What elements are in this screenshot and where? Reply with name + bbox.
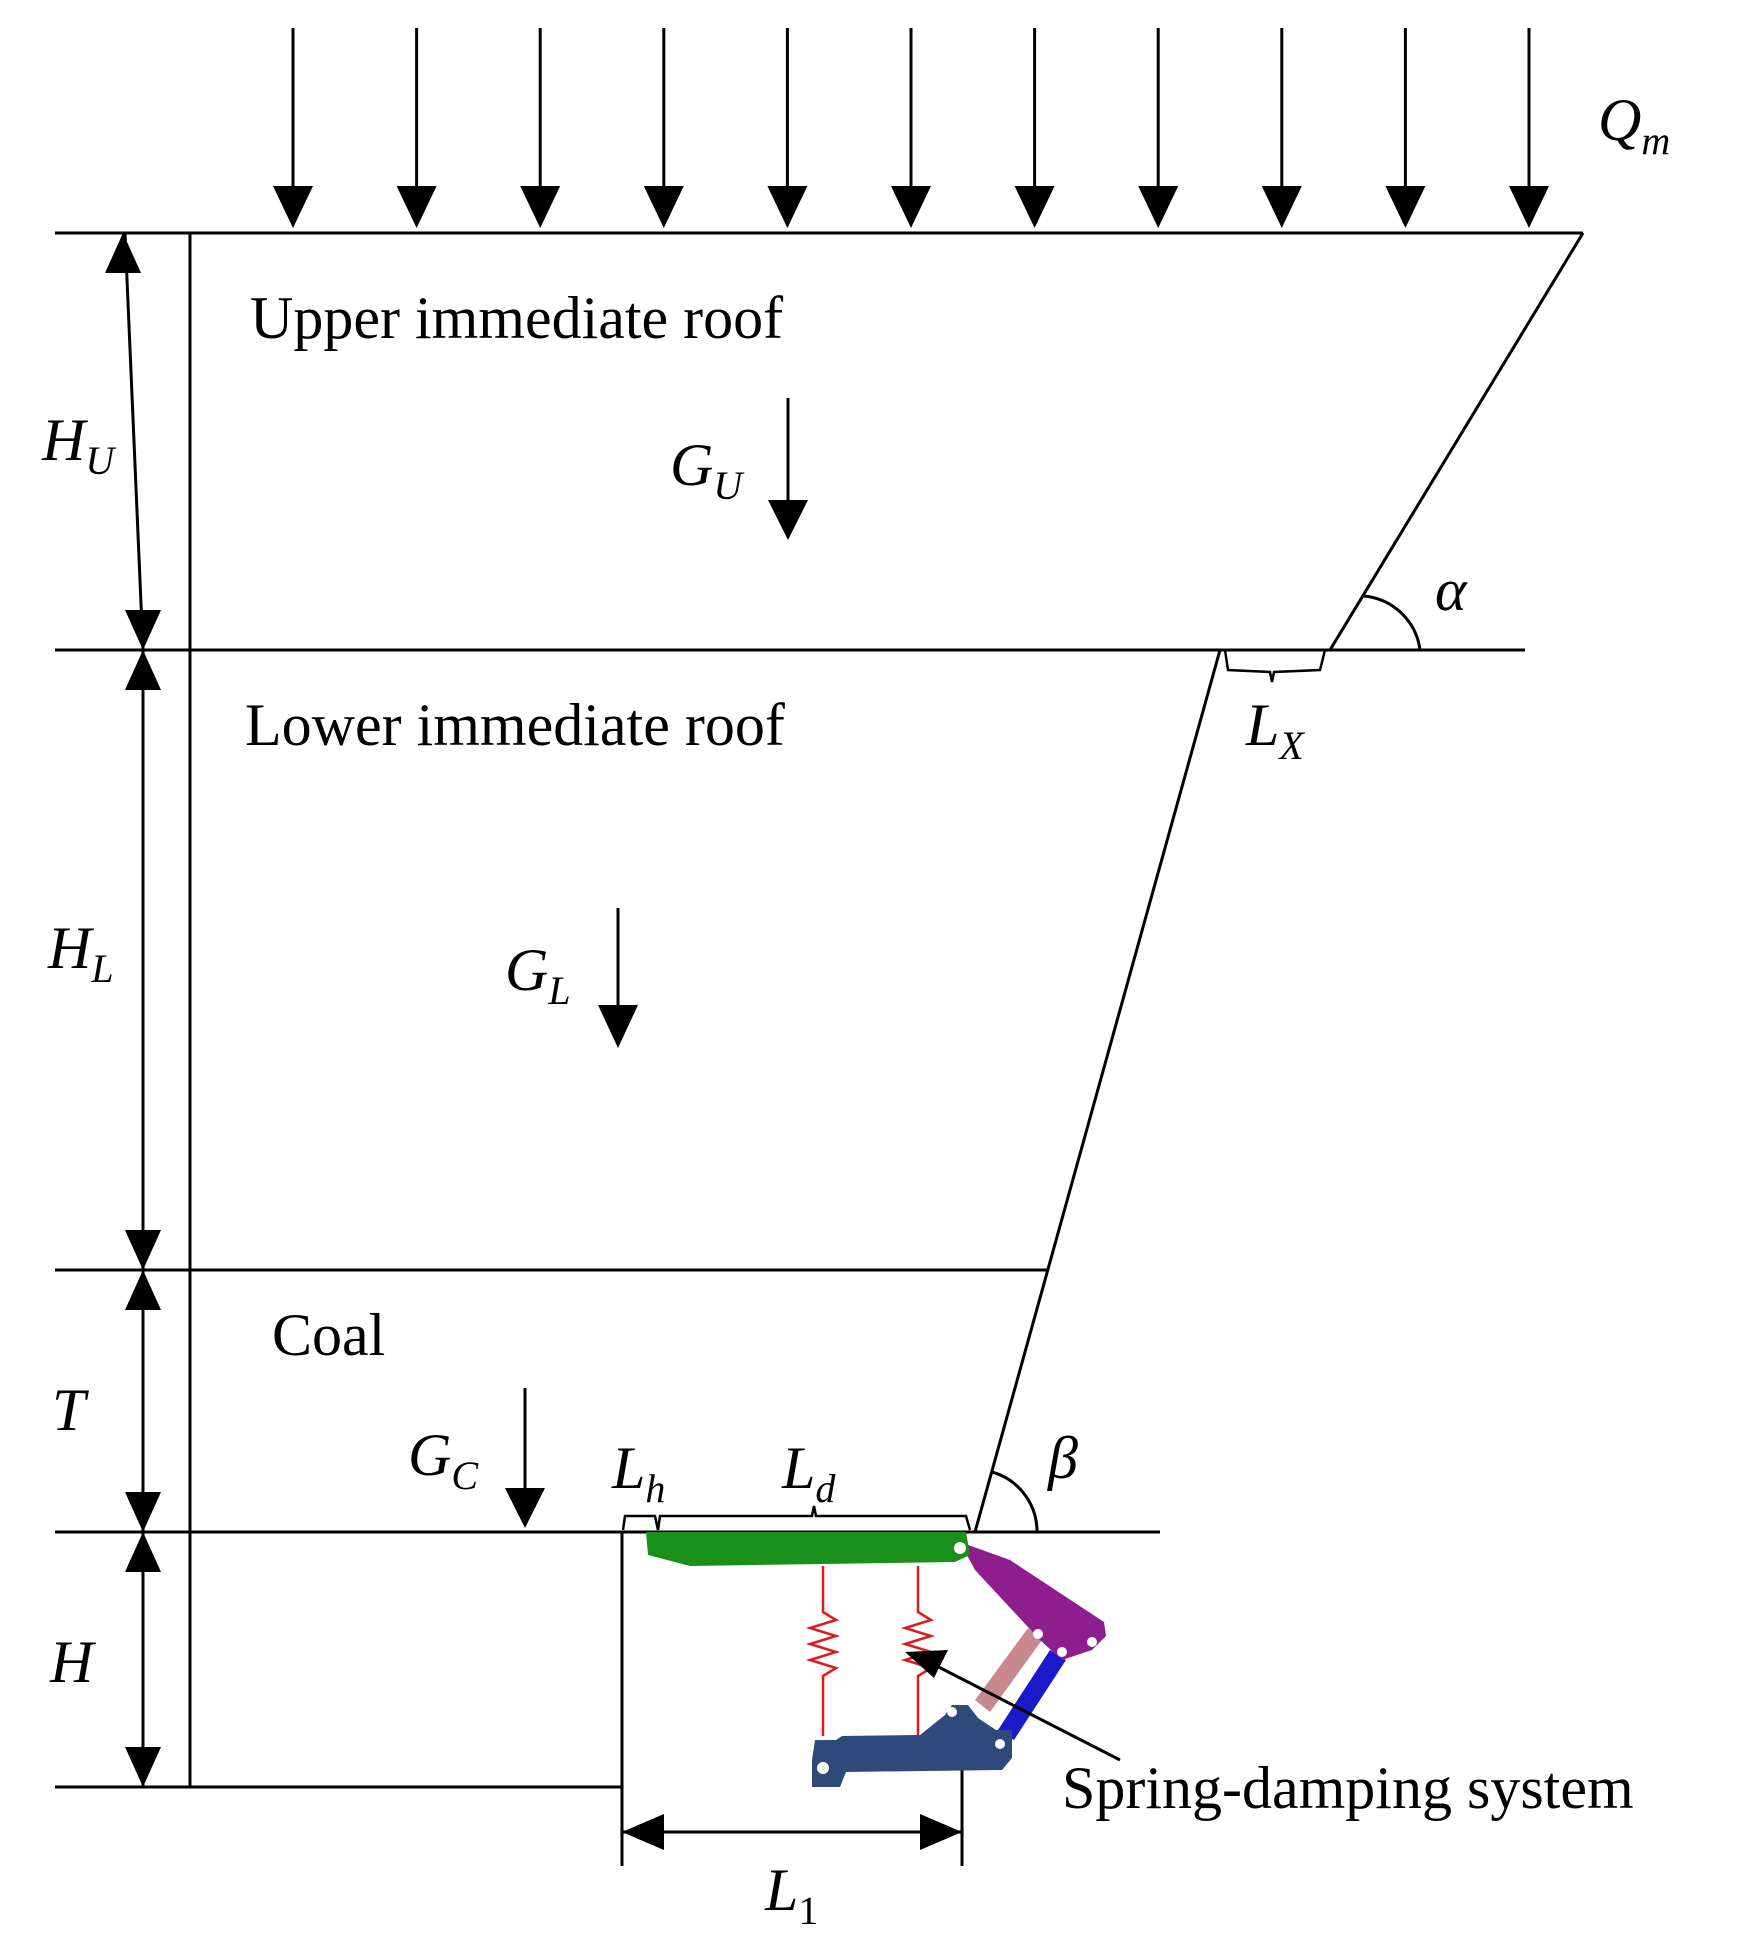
- spring-damping-callout: Spring-damping system: [905, 1650, 1634, 1821]
- svg-text:L1: L1: [764, 1857, 818, 1933]
- svg-text:T: T: [52, 1377, 89, 1443]
- canopy: [646, 1532, 970, 1566]
- svg-text:Lh: Lh: [611, 1435, 665, 1511]
- load-arrows: [273, 28, 1549, 228]
- svg-text:β: β: [1047, 1425, 1078, 1491]
- svg-text:GU: GU: [670, 432, 745, 508]
- upper-fracture-line: [1328, 232, 1585, 651]
- svg-text:HL: HL: [47, 915, 114, 991]
- rear-leg: [998, 1650, 1066, 1740]
- height-dim-upper: HU: [41, 232, 161, 651]
- front-leg: [975, 1628, 1042, 1712]
- load-arrow: [1385, 28, 1426, 228]
- spring-front: [805, 1566, 841, 1736]
- dim-lx: LX: [1223, 649, 1327, 768]
- dim-ld: Ld: [656, 1435, 972, 1531]
- load-arrow: [520, 28, 561, 228]
- angle-alpha: α: [1362, 557, 1468, 651]
- load-arrow: [1014, 28, 1055, 228]
- svg-text:α: α: [1435, 557, 1468, 623]
- coal-label: Coal: [272, 1302, 385, 1368]
- svg-text:GL: GL: [505, 937, 571, 1013]
- dim-l1: L1: [620, 1770, 964, 1933]
- weight-coal: GC: [408, 1388, 545, 1528]
- weight-upper: GU: [670, 398, 808, 540]
- rear-link: [960, 1542, 1106, 1660]
- load-arrow: [1261, 28, 1302, 228]
- svg-text:GC: GC: [408, 1422, 479, 1498]
- hydraulic-support: [646, 1532, 1106, 1787]
- load-arrow: [891, 28, 931, 228]
- load-arrow: [273, 28, 313, 228]
- load-arrow: [643, 28, 684, 228]
- height-dim-coal: T: [52, 1270, 161, 1532]
- height-dim-lower: HL: [47, 650, 161, 1270]
- svg-text:LX: LX: [1245, 692, 1305, 768]
- base: [812, 1705, 1012, 1787]
- load-arrow: [767, 28, 808, 228]
- upper-roof-label: Upper immediate roof: [250, 285, 783, 351]
- load-arrow: [396, 28, 437, 228]
- spring-damping-label: Spring-damping system: [1062, 1755, 1634, 1821]
- angle-beta: β: [991, 1425, 1078, 1533]
- lower-fracture-line: [973, 649, 1222, 1533]
- springs: [805, 1566, 936, 1736]
- svg-text:Ld: Ld: [781, 1435, 836, 1511]
- dim-lh: Lh: [611, 1435, 665, 1531]
- load-arrow: [1509, 28, 1549, 228]
- svg-text:HU: HU: [41, 407, 117, 483]
- strata-outline: [55, 231, 1585, 1789]
- lower-roof-label: Lower immediate roof: [245, 692, 785, 758]
- callout-arrowhead: [905, 1650, 948, 1678]
- callout-leader: [924, 1658, 1121, 1762]
- load-arrow: [1138, 28, 1179, 228]
- height-dim-support: H: [49, 1532, 161, 1787]
- weight-lower: GL: [505, 908, 638, 1048]
- svg-text:H: H: [49, 1629, 97, 1695]
- load-label: Qm: [1598, 87, 1670, 163]
